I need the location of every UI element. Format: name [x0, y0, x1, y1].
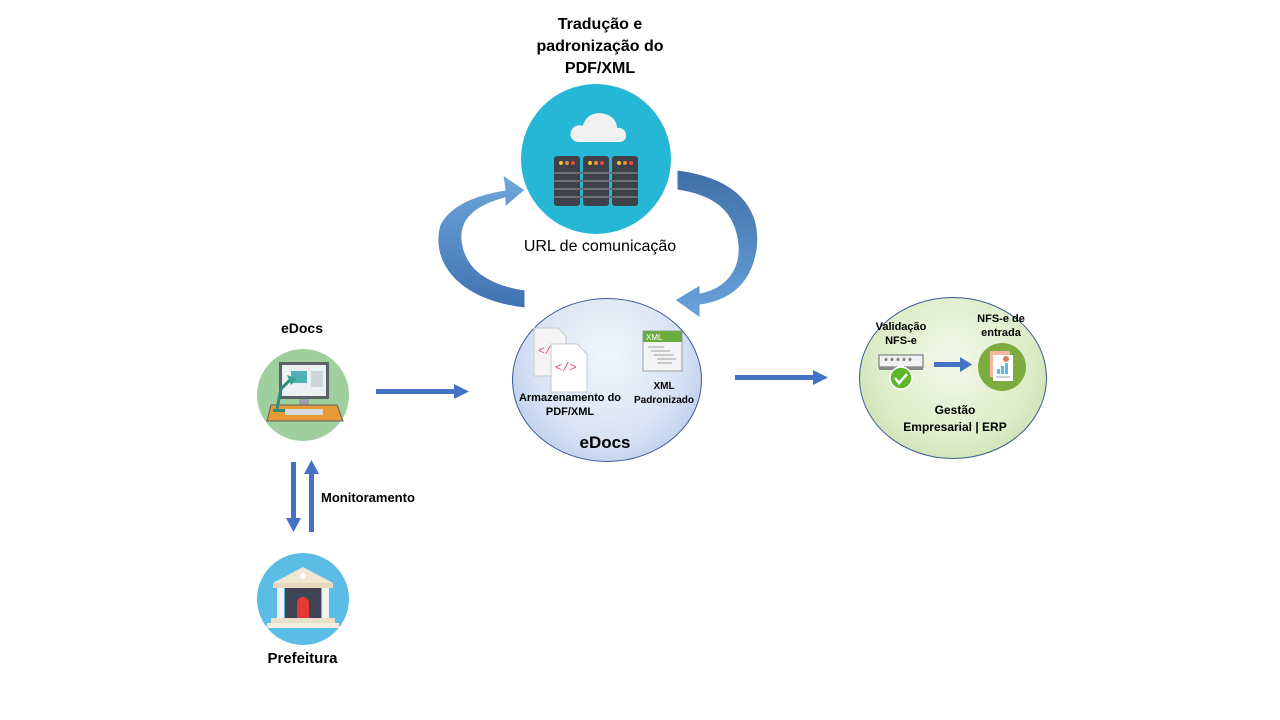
edocs-center-label: eDocs — [579, 433, 631, 452]
arrow-up-to-edocs — [304, 460, 319, 532]
edocs-center-node — [512, 298, 702, 462]
arrow-edocs-to-center — [376, 384, 469, 399]
code-documents-icon: </ </> — [533, 327, 588, 393]
incoming-nfse-label: NFS-e de entrada — [977, 313, 1025, 339]
invoice-icon — [978, 343, 1026, 391]
storage-label: Armazenamento do PDF/XML — [518, 392, 622, 418]
loop-label: URL de comunicação — [523, 238, 677, 255]
edocs-workstation-node — [257, 349, 349, 441]
cloud-server-node — [521, 84, 671, 234]
password-check-icon: ***** — [878, 354, 924, 390]
loop-arrow-left — [437, 173, 526, 309]
prefeitura-label: Prefeitura — [267, 650, 338, 667]
xml-standardized-label: XML Padronizado — [633, 381, 694, 406]
workstation-icon — [266, 362, 344, 422]
loop-arrow-right — [674, 169, 759, 319]
validation-label: Validação NFS-e — [875, 321, 927, 347]
svg-text:</>: </> — [555, 361, 577, 375]
svg-text:XML: XML — [646, 333, 663, 342]
arrow-center-to-erp — [735, 370, 828, 385]
arrow-validation-to-incoming — [934, 357, 972, 372]
top-node-title: Tradução e padronização do PDF/XML — [536, 16, 664, 77]
edocs-left-label: eDocs — [280, 320, 324, 336]
cloud-server-icon — [554, 113, 638, 206]
city-hall-icon — [267, 567, 339, 628]
prefeitura-node — [257, 553, 349, 645]
arrow-down-to-prefeitura — [286, 462, 301, 532]
password-mask: ***** — [883, 357, 913, 369]
monitoring-label: Monitoramento — [321, 490, 415, 505]
erp-label: Gestão Empresarial | ERP — [903, 403, 1007, 434]
xml-file-icon: XML — [642, 330, 683, 372]
svg-text:</: </ — [538, 346, 551, 358]
